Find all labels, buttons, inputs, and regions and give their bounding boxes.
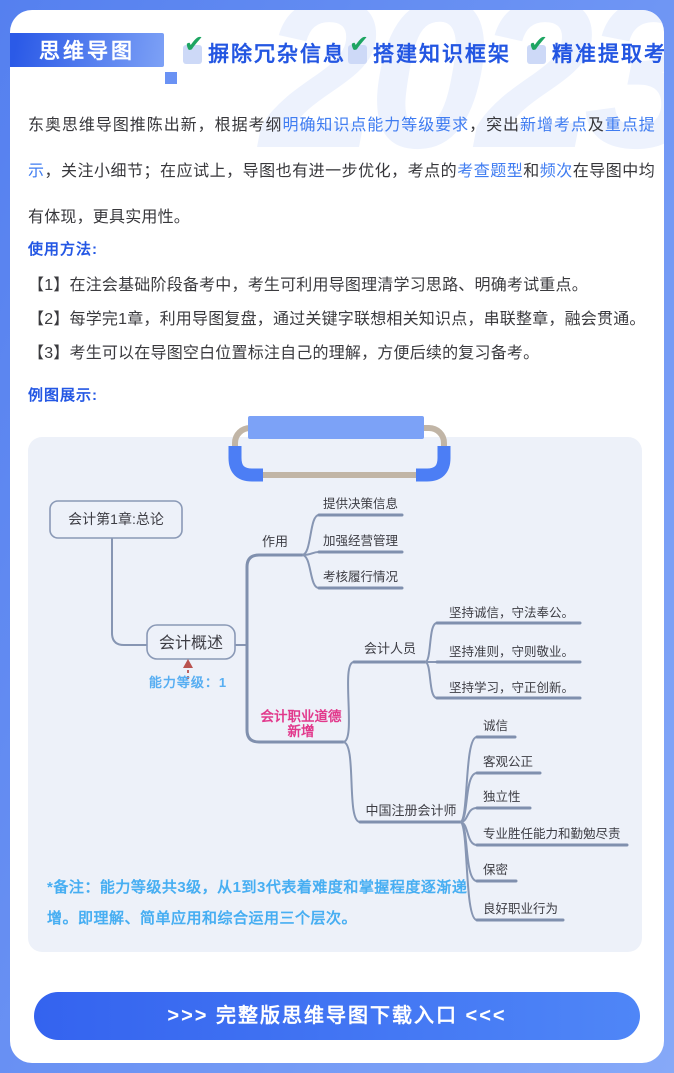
intro-text-segment: 东奥思维导图推陈出新，根据考纲 [28,117,283,134]
connector [424,622,438,663]
intro-text-segment: 考查题型 [457,163,524,180]
usage-heading: 使用方法: [28,241,98,258]
page-title-box: 思维导图 [10,33,164,67]
clip-corner-left [228,446,263,482]
checkbox-icon: ✔ [527,33,548,64]
checkbox-icon: ✔ [348,33,369,64]
download-button[interactable]: >>> 完整版思维导图下载入口 <<< [34,992,640,1040]
overview-node-label: 会计概述 [159,634,223,652]
benefit-item: ✔ 摒除冗杂信息 [183,33,346,69]
clip-corner-right [416,446,451,482]
leaf-label: 良好职业行为 [483,901,558,916]
intro-text-segment: 频次 [539,163,573,180]
page-title: 思维导图 [39,40,135,63]
root-node-label: 会计第1章:总论 [68,511,164,527]
connector [301,514,320,556]
benefit-item: ✔ 精准提取考点 [527,33,664,69]
note-line: *备注：能力等级共3级，从1到3代表着难度和掌握程度逐渐递 [47,879,468,896]
usage-item: 【1】在注会基础阶段备考中，考生可利用导图理清学习思路、明确考试重点。 [28,277,588,294]
mindmap-diagram: 会计第1章:总论 会计概述 能力等级：1 作用 提供决策信息 加强经营管理 考核… [49,496,629,922]
mindmap-panel [28,437,642,952]
checkbox-icon: ✔ [183,33,204,64]
branch-ethics-tag: 新增 [288,723,315,739]
leaf-label: 坚持诚信，守法奉公。 [449,605,574,620]
benefits-row: ✔ 摒除冗杂信息 ✔ 搭建知识框架 ✔ 精准提取考点 [10,33,664,70]
intro-text-segment: 及 [587,117,605,134]
overview-node-box [146,624,236,660]
connector [459,821,478,921]
root-node-box [49,500,183,539]
leaf-label: 保密 [483,862,508,877]
intro-text-segment: 明确知识点能力等级要求 [282,117,470,134]
connector [342,741,361,823]
leaf-label: 独立性 [483,789,521,804]
benefit-label: 精准提取考点 [552,43,664,66]
benefit-label: 搭建知识框架 [373,43,511,66]
level-arrow-icon [183,659,193,668]
check-icon: ✔ [528,31,549,58]
intro-paragraph: 东奥思维导图推陈出新，根据考纲明确知识点能力等级要求，突出新增考点及重点提示，关… [28,103,655,241]
benefit-label: 摒除冗杂信息 [208,43,346,66]
branch-staff-label: 会计人员 [364,641,416,656]
trunk-line [245,553,345,744]
connector [342,661,355,743]
note-text: *备注：能力等级共3级，从1到3代表着难度和掌握程度逐渐递 增。即理解、简单应用… [47,872,467,934]
usage-item: 【3】考生可以在导图空白位置标注自己的理解，方便后续的复习备考。 [28,345,540,362]
connector [424,661,438,699]
branch-ethics-label: 会计职业道德 [261,708,342,724]
example-heading: 例图展示: [28,387,98,404]
title-accent-square [165,72,177,84]
leaf-label: 加强经营管理 [323,533,399,548]
intro-text-segment: 重点提示 [28,117,655,180]
clip-decoration [228,416,451,482]
usage-item: 【2】每学完1章，利用导图复盘，通过关键字联想相关知识点，串联整章，融会贯通。 [28,311,646,328]
intro-text-segment: 和 [523,163,540,180]
watermark-2023: 2023 [260,10,664,192]
leaf-label: 诚信 [483,719,508,733]
leaf-label: 坚持准则，守则敬业。 [449,644,574,659]
leaf-label: 专业胜任能力和勤勉尽责 [483,826,621,841]
leaf-label: 坚持学习，守正创新。 [449,680,574,695]
content-card: 2023 思维导图 ✔ 摒除冗杂信息 ✔ 搭建知识框架 ✔ 精准提取考点 东奥思… [10,10,664,1063]
note-line: 增。即理解、简单应用和综合运用三个层次。 [47,910,358,927]
connector [301,554,320,589]
leaf-label: 考核履行情况 [323,570,399,584]
branch-role-label: 作用 [262,534,288,549]
intro-text-segment: ，突出 [469,117,521,134]
branch-cpa-label: 中国注册会计师 [365,803,456,818]
clip-bar [248,416,424,439]
benefit-item: ✔ 搭建知识框架 [348,33,511,69]
intro-text-segment: 在导图中均有体现，更具实用性。 [28,163,655,226]
intro-text-segment: ，关注小细节；在应试上，导图也有进一步优化，考点的 [44,163,458,180]
connector-root-overview [111,538,147,646]
check-icon: ✔ [349,31,370,58]
leaf-label: 提供决策信息 [323,496,398,511]
level-label: 能力等级：1 [149,675,227,690]
check-icon: ✔ [184,31,205,58]
leaf-label: 客观公正 [483,754,533,769]
intro-text-segment: 新增考点 [520,117,588,134]
